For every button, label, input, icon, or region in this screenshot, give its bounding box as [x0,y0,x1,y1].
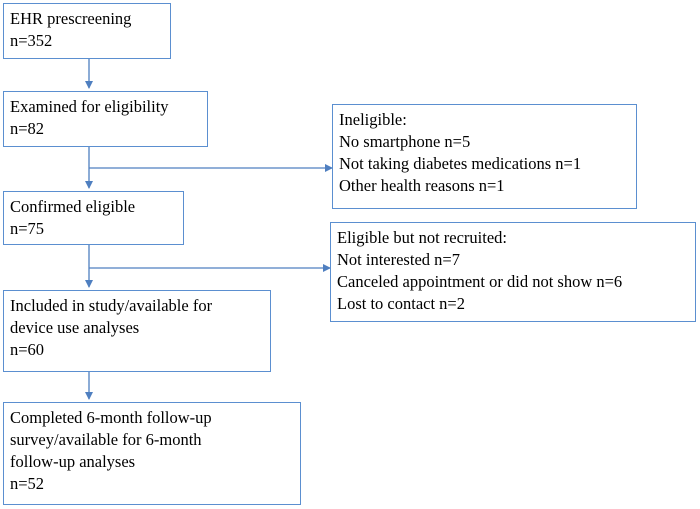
box-ineligible: Ineligible: No smartphone n=5 Not taking… [332,104,637,209]
box-text-line: Confirmed eligible [10,197,136,216]
box-text-line: Not interested n=7 [337,250,460,269]
box-text-line: EHR prescreening [10,9,132,28]
box-text-line: Completed 6-month follow-up [10,408,212,427]
box-confirmed-eligible: Confirmed eligible n=75 [3,191,184,245]
box-heading: Eligible but not recruited: [337,228,507,247]
box-text-line: survey/available for 6-month [10,430,202,449]
box-count: n=352 [10,31,53,50]
box-ehr-prescreening: EHR prescreening n=352 [3,3,171,59]
box-examined-eligibility: Examined for eligibility n=82 [3,91,208,147]
box-text-line: device use analyses [10,318,140,337]
box-heading: Ineligible: [339,110,407,129]
box-eligible-not-recruited: Eligible but not recruited: Not interest… [330,222,696,322]
box-text-line: Not taking diabetes medications n=1 [339,154,582,173]
box-count: n=75 [10,219,45,238]
box-text-line: Canceled appointment or did not show n=6 [337,272,623,291]
box-text-line: Examined for eligibility [10,97,169,116]
box-text-line: Included in study/available for [10,296,213,315]
box-completed-follow-up: Completed 6-month follow-up survey/avail… [3,402,301,505]
box-count: n=82 [10,119,45,138]
box-included-in-study: Included in study/available for device u… [3,290,271,372]
box-text-line: No smartphone n=5 [339,132,471,151]
box-count: n=60 [10,340,45,359]
box-text-line: follow-up analyses [10,452,136,471]
box-count: n=52 [10,474,45,493]
box-text-line: Other health reasons n=1 [339,176,505,195]
box-text-line: Lost to contact n=2 [337,294,465,313]
